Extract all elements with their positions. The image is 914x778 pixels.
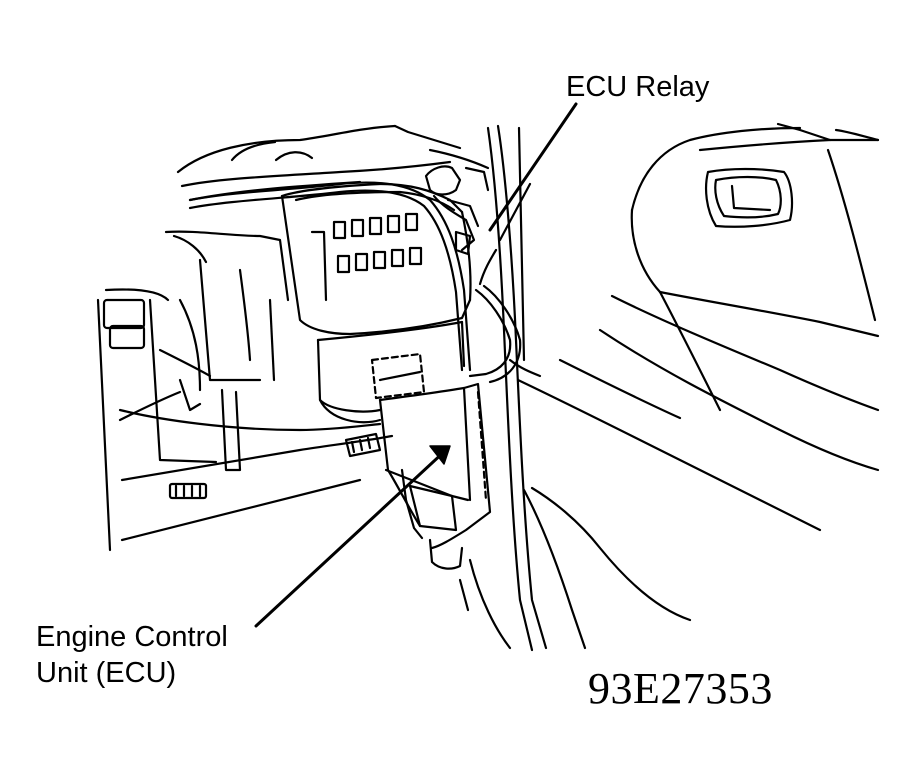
figure-id: 93E27353 xyxy=(588,664,773,713)
ecu-label-line-2: Unit (ECU) xyxy=(36,657,177,689)
ecu-leader xyxy=(254,448,448,628)
ecu-relay-label: ECU Relay xyxy=(566,71,710,103)
ecu-relay-leader xyxy=(488,102,578,232)
ecu-leader-arrowhead xyxy=(429,445,451,465)
door-panel xyxy=(558,122,880,472)
ecu-relay-component xyxy=(424,165,490,256)
ecu-label-line-1: Engine Control xyxy=(36,621,228,653)
leader-lines xyxy=(254,102,578,628)
wire-harness xyxy=(188,181,532,384)
lower-dash-left xyxy=(96,230,512,650)
dash-top-contours xyxy=(176,124,490,202)
door-pillar xyxy=(486,124,822,652)
ecu-unit xyxy=(378,382,492,570)
